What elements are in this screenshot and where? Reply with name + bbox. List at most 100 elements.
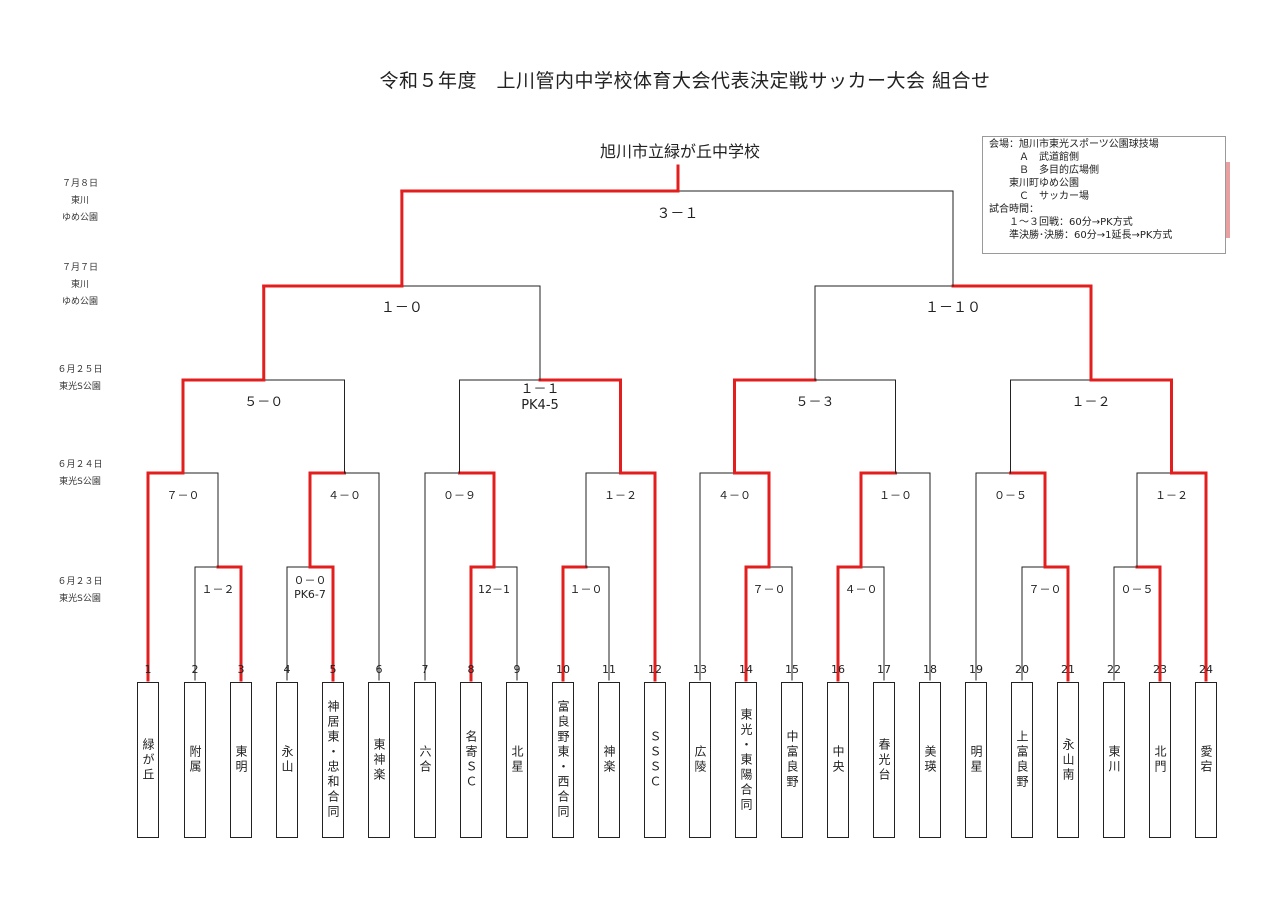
team-name: 北門 (1153, 745, 1167, 775)
team-seed-number: 12 (648, 663, 662, 676)
venue-line: 会場：旭川市東光スポーツ公園球技場 (989, 139, 1159, 150)
match-score: １－２ (201, 583, 235, 596)
team-box: 永山南 (1057, 682, 1079, 838)
match-score: ５－０ (244, 395, 284, 410)
match-score: ０－５ (1120, 583, 1154, 596)
round-date-place: 東光S公園 (59, 477, 101, 487)
team-seed-number: 19 (969, 663, 983, 676)
team-box: 神楽 (598, 682, 620, 838)
round-date-day: ７月８日 (61, 179, 98, 189)
team-box: 春光台 (873, 682, 895, 838)
team-name: 東川 (1107, 745, 1121, 775)
venue-line: 東川町ゆめ公園 (989, 178, 1079, 189)
team-seed-number: 13 (693, 663, 707, 676)
team-name: 緑が丘 (141, 737, 155, 783)
match-score: ５－３ (795, 395, 835, 410)
team-box: 北星 (506, 682, 528, 838)
team-seed-number: 18 (923, 663, 937, 676)
team-box: 愛宕 (1195, 682, 1217, 838)
team-box: 永山 (276, 682, 298, 838)
page-title: 令和５年度 上川管内中学校体育大会代表決定戦サッカー大会 組合せ (379, 70, 991, 92)
team-name: 中富良野 (785, 730, 799, 790)
team-name: 附属 (188, 745, 202, 775)
team-seed-number: 21 (1061, 663, 1075, 676)
match-score: ０－９ (443, 489, 476, 502)
team-box: 中央 (827, 682, 849, 838)
team-seed-number: 20 (1015, 663, 1029, 676)
team-name: 東光・東陽合同 (739, 707, 753, 813)
team-name: 広陵 (693, 745, 707, 775)
round-date-day: ６月２５日 (57, 365, 103, 375)
venue-line: １～３回戦：60分→PK方式 (989, 217, 1133, 228)
match-score: ４－０ (718, 489, 751, 502)
team-name: 東明 (234, 745, 248, 775)
team-box: 北門 (1149, 682, 1171, 838)
team-seed-number: 24 (1199, 663, 1213, 676)
match-score: １－０ (380, 300, 423, 316)
team-seed-number: 23 (1153, 663, 1167, 676)
match-score: ７－０ (1028, 583, 1062, 596)
round-date-day: ７月７日 (61, 263, 98, 273)
team-name: 春光台 (877, 737, 891, 783)
team-name: 上富良野 (1015, 730, 1029, 790)
team-seed-number: 6 (375, 663, 383, 676)
team-name: 富良野東・西合同 (556, 700, 570, 820)
venue-line: Ｂ 多目的広場側 (989, 165, 1099, 176)
team-box: 東川 (1103, 682, 1125, 838)
match-score: ０－０ PK6-7 (293, 574, 327, 601)
match-score: ４－０ (844, 583, 878, 596)
venue-line: Ｃ サッカー場 (989, 191, 1089, 202)
team-seed-number: 1 (144, 663, 152, 676)
team-seed-number: 2 (191, 663, 199, 676)
team-box: 東光・東陽合同 (735, 682, 757, 838)
team-name: 中央 (831, 745, 845, 775)
team-seed-number: 7 (421, 663, 429, 676)
match-score: １－１０ (925, 300, 981, 316)
team-box: 東神楽 (368, 682, 390, 838)
round-date-place: 東光S公園 (59, 594, 101, 604)
team-seed-number: 9 (513, 663, 521, 676)
team-box: 富良野東・西合同 (552, 682, 574, 838)
champion-label: 旭川市立緑が丘中学校 (599, 142, 760, 161)
team-box: 緑が丘 (137, 682, 159, 838)
team-name: 美瑛 (923, 745, 937, 775)
round-date-place: 東川 ゆめ公園 (61, 280, 98, 307)
team-name: ＳＳＳＣ (648, 730, 662, 790)
round-date-quarterfinal: ６月２５日 東光S公園 (40, 362, 120, 396)
team-box: 上富良野 (1011, 682, 1033, 838)
team-name: 永山南 (1061, 737, 1075, 783)
match-score: １－０ (879, 489, 912, 502)
team-box: 神居東・忠和合同 (322, 682, 344, 838)
team-box: ＳＳＳＣ (644, 682, 666, 838)
match-score: ３－１ (656, 206, 699, 222)
team-seed-number: 4 (283, 663, 291, 676)
venue-accent-bar (1226, 162, 1230, 238)
team-seed-number: 15 (785, 663, 799, 676)
team-seed-number: 17 (877, 663, 891, 676)
team-name: 神居東・忠和合同 (326, 700, 340, 820)
team-box: 東明 (230, 682, 252, 838)
team-seed-number: 8 (467, 663, 475, 676)
match-score: １－２ (604, 489, 637, 502)
team-name: 愛宕 (1199, 745, 1213, 775)
team-seed-number: 11 (602, 663, 616, 676)
venue-line: Ａ 武道館側 (989, 152, 1079, 163)
team-seed-number: 10 (556, 663, 570, 676)
team-seed-number: 22 (1107, 663, 1121, 676)
venue-line: 試合時間： (989, 204, 1039, 215)
team-box: 六合 (414, 682, 436, 838)
round-date-round2: ６月２４日 東光S公園 (40, 457, 120, 491)
match-score: １－２ (1071, 395, 1111, 410)
match-score: １－０ (569, 583, 603, 596)
team-box: 明星 (965, 682, 987, 838)
team-seed-number: 5 (329, 663, 337, 676)
team-name: 神楽 (602, 745, 616, 775)
round-date-place: 東川 ゆめ公園 (61, 196, 98, 223)
team-seed-number: 14 (739, 663, 753, 676)
team-name: 明星 (969, 745, 983, 775)
match-score: ４－０ (328, 489, 361, 502)
team-seed-number: 16 (831, 663, 845, 676)
venue-line: 準決勝･決勝：60分→1延長→PK方式 (989, 230, 1173, 241)
team-name: 名寄ＳＣ (464, 730, 478, 790)
